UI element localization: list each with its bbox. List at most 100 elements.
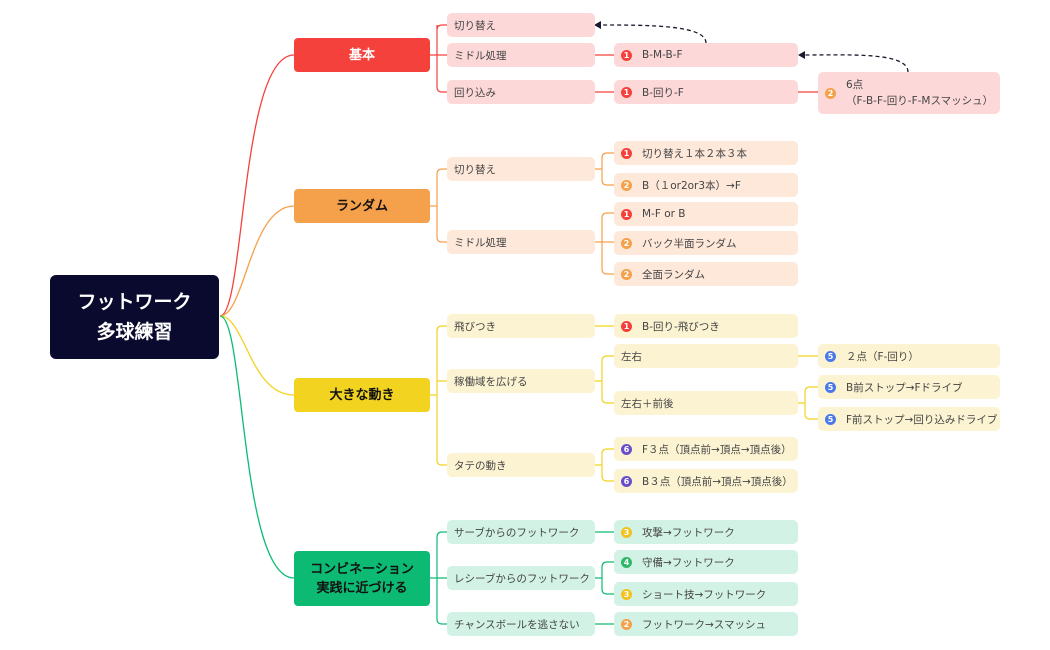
item-bmbf[interactable]: 1 B-M-B-F [614,43,798,67]
branch-label: 基本 [348,47,375,63]
topic-label: ミドル処理 [454,49,507,62]
item-label: M-F or B [642,208,686,220]
badge-icon: 1 [621,320,632,332]
item-label: B-回り-飛びつき [642,320,720,333]
topic-label: 左右 [621,350,642,363]
item-zenmen[interactable]: 2 全面ランダム [614,262,798,286]
topic-middle[interactable]: ミドル処理 [447,43,595,67]
topic-label: 稼働域を広げる [454,375,528,388]
arrowhead-1 [594,21,601,29]
item-label: B前ストップ→Fドライブ [846,381,963,394]
item-kirikae-123[interactable]: 1 切り替え１本２本３本 [614,141,798,165]
item-label: バック半面ランダム [642,237,737,250]
item-short[interactable]: 3 ショート技→フットワーク [614,582,798,606]
badge-icon: 1 [621,49,632,61]
topic-label: チャンスボールを逃さない [454,618,580,631]
item-b-123-f[interactable]: 2 B（１or2or3本）→F [614,173,798,197]
branch-random[interactable]: ランダム [294,189,430,223]
item-label: B-回り-F [642,86,684,99]
item-label: B-M-B-F [642,49,683,61]
item-label: 守備→フットワーク [642,556,735,569]
item-shubi[interactable]: 4 守備→フットワーク [614,550,798,574]
badge-icon: 4 [621,556,632,568]
badge-icon: 5 [825,381,836,393]
item-label: ２点（F-回り） [846,350,919,363]
topic-kadouiki[interactable]: 稼働域を広げる [447,369,595,393]
topic-chance[interactable]: チャンスボールを逃さない [447,612,595,636]
topic-label: 切り替え [454,19,496,32]
branch-label: 大きな動き [329,387,395,403]
badge-icon: 1 [621,147,632,159]
item-b3ten[interactable]: 6 B３点（頂点前→頂点→頂点後） [614,469,798,493]
item-6ten[interactable]: 2 6点 （F-B-F-回り-F-Mスマッシュ） [818,72,1000,114]
topic-kirikae[interactable]: 切り替え [447,13,595,37]
link-root-combi [219,315,295,579]
topic-random-middle[interactable]: ミドル処理 [447,230,595,254]
badge-icon: 2 [621,179,632,191]
topic-label: ミドル処理 [454,236,507,249]
item-label: B３点（頂点前→頂点→頂点後） [642,475,793,488]
item-label: F３点（頂点前→頂点→頂点後） [642,443,792,456]
branch-label: ランダム [335,198,388,214]
item-b-mawari-f[interactable]: 1 B-回り-F [614,80,798,104]
branch-combination[interactable]: コンビネーション 実践に近づける [294,551,430,606]
topic-label: 左右＋前後 [621,397,674,410]
item-label: フットワーク→スマッシュ [642,618,766,631]
item-b-mae-stop[interactable]: 5 B前ストップ→Fドライブ [818,375,1000,399]
topic-tobitsuki[interactable]: 飛びつき [447,314,595,338]
root-node[interactable]: フットワーク 多球練習 [50,275,219,359]
root-title-line1: フットワーク [77,291,192,313]
badge-icon: 3 [621,588,632,600]
arrowhead-2 [798,51,805,59]
item-label: ショート技→フットワーク [642,588,767,601]
topic-label: レシーブからのフットワーク [454,572,590,585]
badge-icon: 2 [621,268,632,280]
item-label: F前ストップ→回り込みドライブ [846,413,998,426]
item-m-f-or-b[interactable]: 1 M-F or B [614,202,798,226]
link-root-random [219,205,295,317]
badge-icon: 5 [825,413,836,425]
badge-icon: 1 [621,208,632,220]
topic-serve[interactable]: サーブからのフットワーク [447,520,595,544]
topic-label: タテの動き [454,459,507,472]
topic-random-kirikae[interactable]: 切り替え [447,157,595,181]
item-label: 全面ランダム [642,268,705,281]
item-back-hanmen[interactable]: 2 バック半面ランダム [614,231,798,255]
item-label: 切り替え１本２本３本 [642,147,747,160]
topic-receive[interactable]: レシーブからのフットワーク [447,566,595,590]
badge-icon: 2 [621,237,632,249]
badge-icon: 2 [621,618,632,630]
topic-label: サーブからのフットワーク [454,526,580,539]
badge-icon: 6 [621,443,632,455]
topic-sayu-zengo[interactable]: 左右＋前後 [614,391,798,415]
item-label-line2: （F-B-F-回り-F-Mスマッシュ） [846,95,994,107]
badge-icon: 5 [825,350,836,362]
dashed-arrow-2 [801,54,909,73]
branch-label-line1: コンビネーション [310,561,414,577]
link-root-kihon [219,54,295,317]
badge-icon: 3 [621,526,632,538]
branch-kihon[interactable]: 基本 [294,38,430,72]
badge-icon: 2 [825,88,836,99]
badge-icon: 6 [621,475,632,487]
branch-label-line2: 実践に近づける [316,580,408,596]
topic-tate[interactable]: タテの動き [447,453,595,477]
topic-sayu[interactable]: 左右 [614,344,798,368]
topic-label: 飛びつき [454,320,496,333]
item-2ten[interactable]: 5 ２点（F-回り） [818,344,1000,368]
branch-ookina-ugoki[interactable]: 大きな動き [294,378,430,412]
link-root-ookina [219,315,295,396]
item-tobitsuki[interactable]: 1 B-回り-飛びつき [614,314,798,338]
item-label-line1: 6点 [846,79,864,91]
item-smash[interactable]: 2 フットワーク→スマッシュ [614,612,798,636]
topic-label: 回り込み [454,86,496,99]
root-title-line2: 多球練習 [96,321,173,343]
topic-mawarikomi[interactable]: 回り込み [447,80,595,104]
item-kougeki[interactable]: 3 攻撃→フットワーク [614,520,798,544]
item-f-mae-stop[interactable]: 5 F前ストップ→回り込みドライブ [818,407,1000,431]
badge-icon: 1 [621,86,632,98]
topic-label: 切り替え [454,163,496,176]
item-label: 攻撃→フットワーク [642,526,735,539]
item-f3ten[interactable]: 6 F３点（頂点前→頂点→頂点後） [614,437,798,461]
